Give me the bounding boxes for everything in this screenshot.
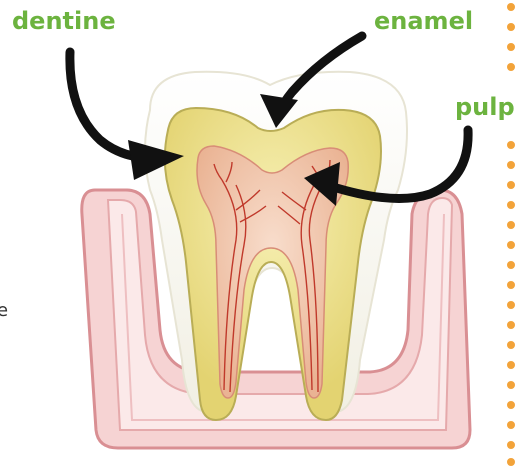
label-dentine: dentine [12, 9, 116, 33]
label-pulp: pulp [455, 95, 515, 119]
dotted-border [507, 3, 515, 466]
cut-off-text: e [0, 300, 8, 321]
label-enamel: enamel [374, 9, 473, 33]
